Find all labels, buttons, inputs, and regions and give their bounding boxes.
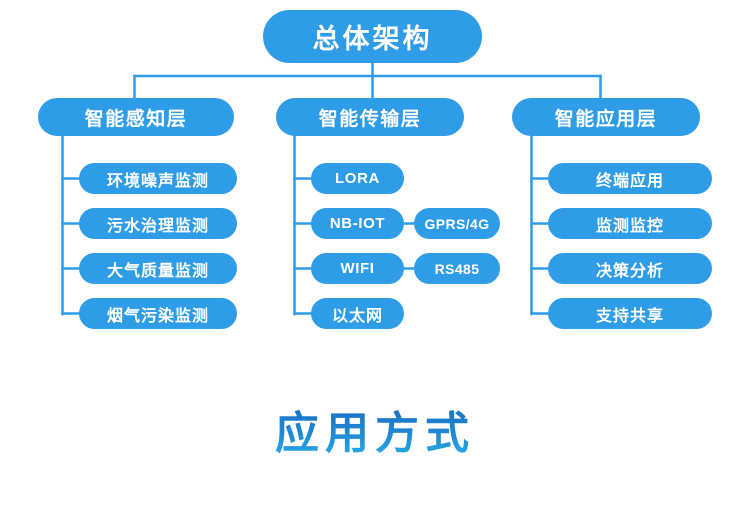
leaf-node-lora[interactable]: LORA bbox=[311, 163, 404, 194]
root-node-overall-architecture[interactable]: 总体架构 bbox=[263, 10, 482, 63]
leaf-node-ethernet[interactable]: 以太网 bbox=[311, 298, 404, 329]
leaf-node-decision-analysis[interactable]: 决策分析 bbox=[548, 253, 712, 284]
layer-node-application[interactable]: 智能应用层 bbox=[512, 98, 700, 136]
leaf-node-monitoring-and-control[interactable]: 监测监控 bbox=[548, 208, 712, 239]
leaf-node-sewage-treatment-monitoring[interactable]: 污水治理监测 bbox=[79, 208, 237, 239]
leaf-node-environment-noise-monitoring[interactable]: 环境噪声监测 bbox=[79, 163, 237, 194]
leaf-node-terminal-application[interactable]: 终端应用 bbox=[548, 163, 712, 194]
layer-node-sensing[interactable]: 智能感知层 bbox=[38, 98, 234, 136]
leaf-node-support-sharing[interactable]: 支持共享 bbox=[548, 298, 712, 329]
leaf-node-nb-iot[interactable]: NB-IOT bbox=[311, 208, 404, 239]
leaf-node-flue-gas-pollution-monitoring[interactable]: 烟气污染监测 bbox=[79, 298, 237, 329]
side-node-rs485[interactable]: RS485 bbox=[414, 253, 500, 284]
section-heading-application-methods: 应用方式 bbox=[0, 404, 750, 464]
side-node-gprs-4g[interactable]: GPRS/4G bbox=[414, 208, 500, 239]
leaf-node-wifi[interactable]: WIFI bbox=[311, 253, 404, 284]
layer-node-transmission[interactable]: 智能传输层 bbox=[276, 98, 464, 136]
leaf-node-air-quality-monitoring[interactable]: 大气质量监测 bbox=[79, 253, 237, 284]
